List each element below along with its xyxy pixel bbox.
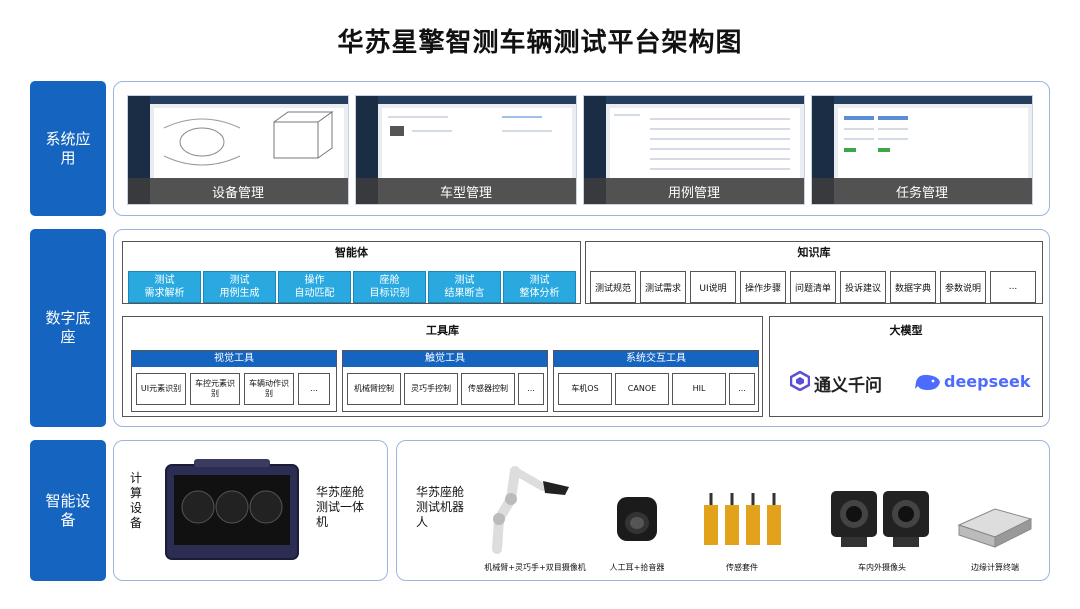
tool-cell[interactable]: 车控元素识别 <box>190 373 240 405</box>
knowledge-cell[interactable]: 数据字典 <box>890 271 936 303</box>
tool-cell[interactable]: CANOE <box>615 373 669 405</box>
robot-arm-image <box>492 466 569 554</box>
tool-cell[interactable]: 机械臂控制 <box>347 373 401 405</box>
agent-cell[interactable]: 测试整体分析 <box>503 271 576 303</box>
robot-panel: 华苏座舱 测试机器 人 机械臂+灵巧手+双目摄像机 人工耳+拾音器 传感套件 <box>396 440 1050 581</box>
visual-tools-group: 视觉工具 UI元素识别 车控元素识别 车辆动作识别 ... <box>131 350 337 412</box>
tool-cell[interactable]: 车辆动作识别 <box>244 373 294 405</box>
tool-more-cell[interactable]: ... <box>298 373 330 405</box>
compute-caption: 华苏座舱 测试一体 机 <box>316 485 365 529</box>
edge-computer-image <box>957 508 1033 548</box>
device-label: 边缘计算终端 <box>971 563 1019 572</box>
model-title: 大模型 <box>889 324 923 337</box>
tactile-tools-group: 触觉工具 机械臂控制 灵巧手控制 传感器控制 ... <box>342 350 548 412</box>
knowledge-more-cell[interactable]: ... <box>990 271 1036 303</box>
knowledge-box: 知识库 测试规范 测试需求 UI说明 操作步骤 问题清单 投诉建议 数据字典 参… <box>585 241 1043 304</box>
system-tools-title: 系统交互工具 <box>554 351 758 367</box>
sensor-kit-image <box>704 493 781 545</box>
system-tools-group: 系统交互工具 车机OS CANOE HIL ... <box>553 350 759 412</box>
tool-cell[interactable]: UI元素识别 <box>136 373 186 405</box>
app-caption: 设备管理 <box>128 178 348 204</box>
tool-cell[interactable]: HIL <box>672 373 726 405</box>
tool-cell[interactable]: 传感器控制 <box>461 373 515 405</box>
agent-cell[interactable]: 测试用例生成 <box>203 271 276 303</box>
section-devices-label: 智能设备 <box>30 440 106 581</box>
robot-caption: 华苏座舱 测试机器 人 <box>416 485 465 529</box>
tools-title: 工具库 <box>426 324 459 337</box>
base-panel: 智能体 测试需求解析 测试用例生成 操作自动匹配 座舱目标识别 测试结果断言 测… <box>113 229 1050 427</box>
tool-cell[interactable]: 灵巧手控制 <box>404 373 458 405</box>
app-screenshot-testcase[interactable]: 用例管理 <box>583 95 805 205</box>
agent-cell[interactable]: 测试结果断言 <box>428 271 501 303</box>
tool-cell[interactable]: 车机OS <box>558 373 612 405</box>
device-label: 机械臂+灵巧手+双目摄像机 <box>484 563 586 572</box>
app-caption: 任务管理 <box>812 178 1032 204</box>
knowledge-cell[interactable]: 测试需求 <box>640 271 686 303</box>
knowledge-cell[interactable]: UI说明 <box>690 271 736 303</box>
device-label: 传感套件 <box>726 563 758 572</box>
knowledge-cell[interactable]: 操作步骤 <box>740 271 786 303</box>
device-label: 车内外摄像头 <box>858 563 906 572</box>
app-screenshot-task[interactable]: 任务管理 <box>811 95 1033 205</box>
app-screenshot-device[interactable]: 设备管理 <box>127 95 349 205</box>
compute-label: 计算设备 <box>130 471 143 530</box>
section-base-label: 数字底座 <box>30 229 106 427</box>
tools-box: 工具库 视觉工具 UI元素识别 车控元素识别 车辆动作识别 ... 触觉工具 机… <box>122 316 763 417</box>
page-title: 华苏星擎智测车辆测试平台架构图 <box>337 28 743 58</box>
device-label: 人工耳+拾音器 <box>609 563 665 572</box>
agent-cell[interactable]: 操作自动匹配 <box>278 271 351 303</box>
section-apps-label: 系统应用 <box>30 81 106 216</box>
deepseek-whale-icon <box>915 374 940 390</box>
compute-unit-image <box>165 459 299 560</box>
tongyi-logo-icon <box>790 371 810 391</box>
deepseek-label: deepseek <box>944 372 1031 391</box>
vehicle-diagram-icon <box>163 111 334 166</box>
tool-more-cell[interactable]: ... <box>518 373 544 405</box>
agent-box: 智能体 测试需求解析 测试用例生成 操作自动匹配 座舱目标识别 测试结果断言 测… <box>122 241 581 304</box>
app-caption: 车型管理 <box>356 178 576 204</box>
knowledge-title: 知识库 <box>797 246 831 259</box>
tool-more-cell[interactable]: ... <box>729 373 755 405</box>
agent-cell[interactable]: 座舱目标识别 <box>353 271 426 303</box>
artificial-ear-image <box>617 497 657 541</box>
agent-title: 智能体 <box>335 246 368 259</box>
app-screenshot-vehicle[interactable]: 车型管理 <box>355 95 577 205</box>
agent-cell[interactable]: 测试需求解析 <box>128 271 201 303</box>
model-box: 大模型 通义千问 deepseek <box>769 316 1043 417</box>
apps-panel: 设备管理 车型管理 用例管理 <box>113 81 1050 216</box>
tongyi-label: 通义千问 <box>814 376 882 396</box>
knowledge-cell[interactable]: 参数说明 <box>940 271 986 303</box>
visual-tools-title: 视觉工具 <box>132 351 336 367</box>
tactile-tools-title: 触觉工具 <box>343 351 547 367</box>
knowledge-cell[interactable]: 测试规范 <box>590 271 636 303</box>
knowledge-cell[interactable]: 投诉建议 <box>840 271 886 303</box>
compute-panel: 计算设备 华苏座舱 测试一体 机 <box>113 440 388 581</box>
app-caption: 用例管理 <box>584 178 804 204</box>
knowledge-cell[interactable]: 问题清单 <box>790 271 836 303</box>
car-camera-image <box>831 491 929 547</box>
